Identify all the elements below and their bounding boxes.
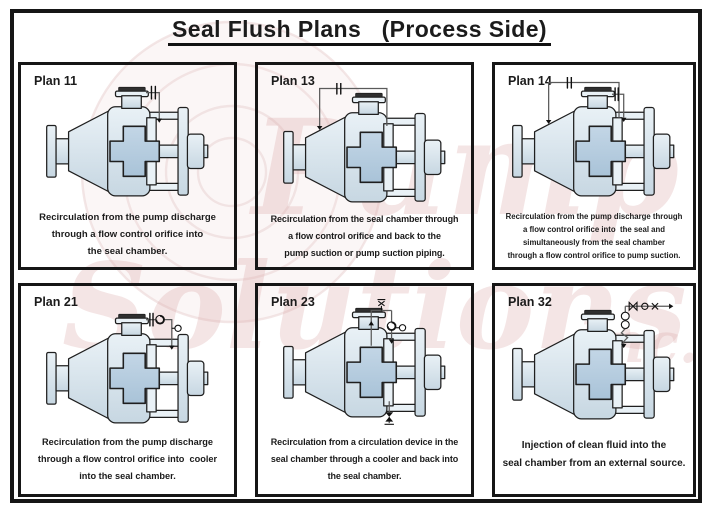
gauge-icon (395, 324, 406, 332)
plan-23-piping (368, 299, 406, 425)
page-title: Seal Flush Plans (Process Side) (0, 16, 719, 46)
drain-valve-icon (384, 412, 394, 425)
plan-label: Plan 23 (271, 295, 315, 309)
gauge-icon (620, 311, 630, 321)
plan-21-piping (145, 312, 182, 350)
pump-diagram-plan-21 (45, 312, 209, 424)
gauge-icon (620, 320, 630, 330)
plan-description: Recirculation from the pump discharge th… (39, 212, 216, 257)
pump-diagram-plan-14 (511, 77, 675, 197)
gauge-icon (171, 324, 182, 332)
cooler-icon (154, 314, 165, 325)
orifice-icon (148, 312, 154, 327)
pump-diagram-plan-11 (45, 85, 209, 197)
orifice-icon (566, 77, 573, 89)
panel-plan-21: Plan 21 Recirculation from the pump disc… (18, 283, 237, 497)
pump-diagram-plan-13 (282, 83, 446, 203)
orifice-icon (614, 87, 619, 102)
plan-14-piping (545, 77, 627, 124)
flow-arrow-icon (368, 321, 374, 326)
outer-frame (10, 9, 702, 503)
panel-plan-11: Plan 11 Recirculation from the pump disc… (18, 62, 237, 270)
panel-plan-32: Plan 32 Injection of clean fluid into th… (492, 283, 696, 497)
flow-arrow-icon (545, 120, 552, 124)
panel-plan-23: Plan 23 R (255, 283, 474, 497)
valve-icon (651, 302, 659, 310)
plan-description: Recirculation from the pump discharge th… (37, 437, 218, 481)
plan-label: Plan 13 (271, 74, 315, 88)
flow-arrow-icon (156, 118, 162, 123)
flow-arrow-icon (316, 126, 322, 130)
plan-11-piping (145, 85, 162, 123)
plan-description: Recirculation from a circulation device … (270, 437, 459, 481)
plan-description: Recirculation from the seal chamber thro… (270, 214, 459, 258)
flow-arrow-icon (388, 339, 394, 344)
pump-diagram-plan-32 (511, 301, 675, 420)
panel-plan-13: Plan 13 Recirculation from the seal cham… (255, 62, 474, 270)
plan-32-piping (620, 301, 674, 349)
gauge-icon (641, 302, 649, 310)
flow-arrow-icon (669, 303, 674, 310)
flow-arrow-icon (168, 345, 175, 350)
valve-icon (628, 301, 638, 312)
vent-valve-icon (377, 299, 385, 311)
flow-arrow-icon (620, 117, 627, 122)
orifice-icon (150, 85, 156, 100)
orifice-icon (335, 83, 341, 95)
plan-label: Plan 32 (508, 295, 552, 309)
plan-13-piping (316, 83, 388, 130)
plan-description: Injection of clean fluid into the seal c… (502, 440, 686, 469)
panel-plan-14: Plan 14 Recirculation from the pump disc… (492, 62, 696, 270)
plan-description: Recirculation from the pump discharge th… (505, 212, 683, 260)
plan-label: Plan 11 (34, 74, 78, 88)
plan-label: Plan 21 (34, 295, 78, 309)
pump-diagram-plan-23 (282, 299, 446, 425)
plan-label: Plan 14 (508, 74, 552, 88)
cooler-icon (386, 321, 396, 332)
flow-arrow-icon (620, 343, 627, 349)
